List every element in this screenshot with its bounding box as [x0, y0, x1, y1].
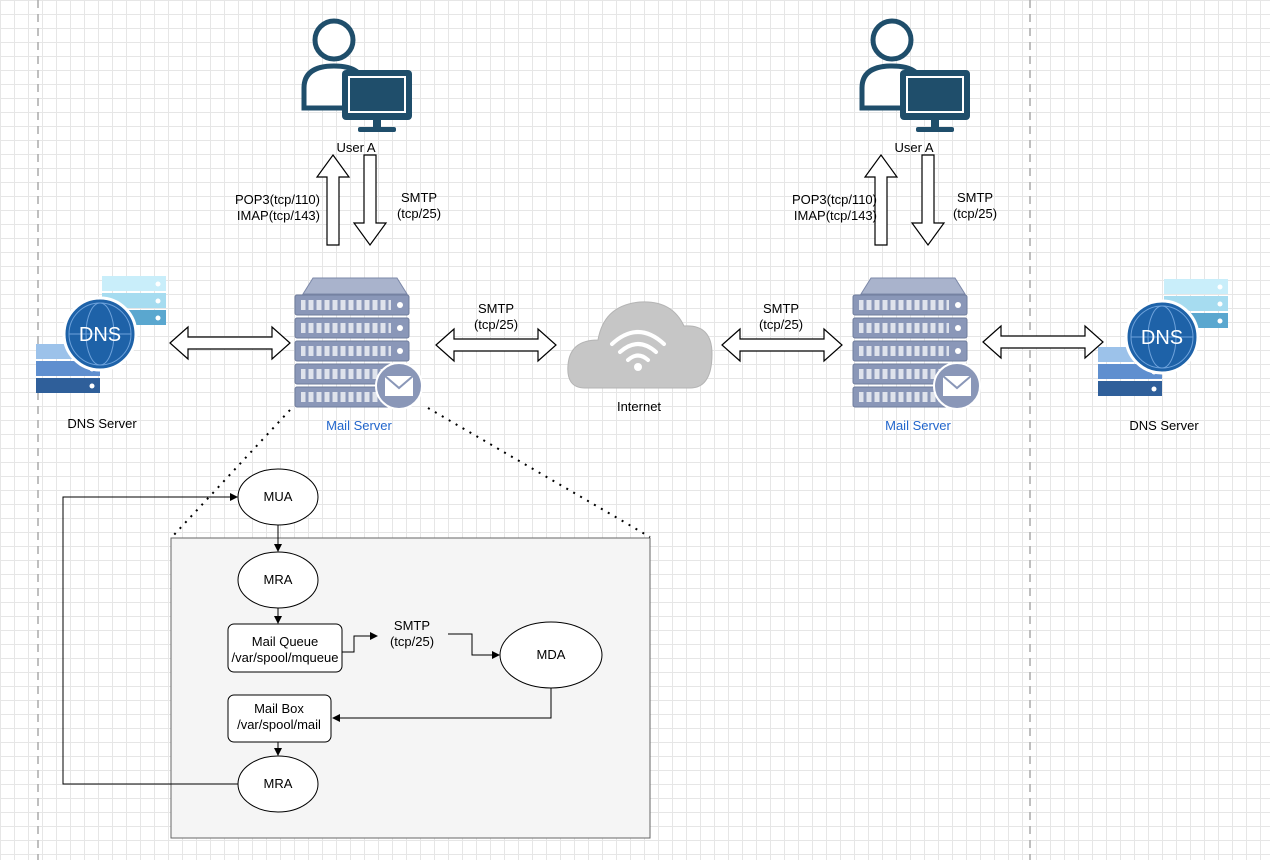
internet-link-label-left: SMTP (tcp/25) — [473, 301, 519, 332]
internet-label: Internet — [616, 399, 662, 414]
user-label-left: User A — [336, 140, 376, 155]
mra-bottom-label: MRA — [263, 776, 293, 791]
pull-arrow-left — [316, 154, 350, 246]
dns-icon-text-left: DNS — [78, 324, 122, 346]
mail-server-icon — [293, 276, 424, 411]
pull-protocols-left: POP3(tcp/110) IMAP(tcp/143) — [214, 192, 320, 224]
edge-smtp-mda — [448, 633, 500, 659]
user-workstation-icon — [862, 21, 970, 132]
zoom-line-left — [171, 409, 291, 538]
push-arrow-left — [353, 154, 387, 246]
internet-link-label-right: SMTP (tcp/25) — [758, 301, 804, 332]
dns-server-label-right: DNS Server — [1129, 418, 1199, 433]
user-workstation-icon — [304, 21, 412, 132]
edge-mra-mua-loop — [62, 493, 238, 785]
edge-queue-smtp — [342, 632, 378, 653]
smtp-detail-label: SMTP (tcp/25) — [389, 618, 435, 649]
pop3-label: POP3(tcp/110) — [791, 192, 877, 207]
imap-label: IMAP(tcp/143) — [236, 208, 320, 223]
dns-icon-text-right: DNS — [1140, 327, 1184, 349]
dns-link-arrow-right — [982, 325, 1104, 359]
mail-queue-label: Mail Queue /var/spool/mqueue — [231, 634, 339, 665]
internet-link-arrow-right — [721, 328, 843, 362]
mda-label: MDA — [536, 647, 566, 662]
mail-queue-node — [227, 623, 343, 673]
mail-box-node — [227, 694, 332, 743]
mail-server-label-right: Mail Server — [885, 418, 951, 433]
push-protocol-right: SMTP (tcp/25) — [952, 190, 998, 221]
internet-link-arrow-left — [435, 328, 557, 362]
pop3-label: POP3(tcp/110) — [234, 192, 320, 207]
mail-server-label-left: Mail Server — [326, 418, 392, 433]
dns-server-label-left: DNS Server — [67, 416, 137, 431]
push-arrow-right — [911, 154, 945, 246]
wifi-icon — [610, 330, 666, 362]
mua-label: MUA — [263, 489, 293, 504]
push-protocol-left: SMTP (tcp/25) — [396, 190, 442, 221]
imap-label: IMAP(tcp/143) — [793, 208, 877, 223]
dns-link-arrow-left — [169, 326, 291, 360]
mra-top-label: MRA — [263, 572, 293, 587]
zoom-line-right — [427, 407, 651, 538]
edge-mda-mailbox — [332, 688, 552, 722]
internet-cloud-icon — [567, 301, 713, 389]
pull-protocols-right: POP3(tcp/110) IMAP(tcp/143) — [771, 192, 877, 224]
mail-box-label: Mail Box /var/spool/mail — [237, 701, 321, 732]
user-label-right: User A — [894, 140, 934, 155]
mail-server-icon — [851, 276, 982, 411]
